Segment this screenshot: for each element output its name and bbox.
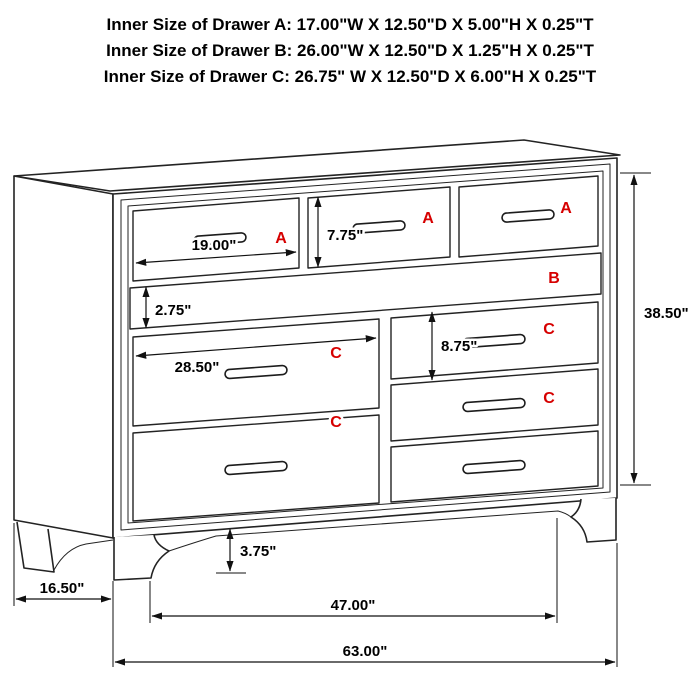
handle-c-right-top-icon <box>462 333 526 349</box>
handle-c-left-bottom-icon <box>224 460 288 476</box>
dimension-drawer-a-width: 19.00" <box>135 235 297 266</box>
dimension-drawer-a-height: 7.75" <box>314 196 366 268</box>
dimension-leg-span-width: 47.00" <box>149 518 558 623</box>
left-side-panel <box>13 175 114 573</box>
front-right-foot <box>570 498 617 543</box>
dimension-drawer-c-width: 28.50" <box>135 335 377 379</box>
side-apron-curve <box>53 539 114 571</box>
dimensions: 19.00" 7.75" 2.75" 28.50" 8.75" <box>13 172 691 667</box>
dimension-label: 2.75" <box>155 302 191 319</box>
drawer-b-glitter-strip <box>129 252 602 330</box>
dimension-arrow <box>135 335 377 359</box>
handle-a2-icon <box>352 220 406 234</box>
spec-header: Inner Size of Drawer A: 17.00"W X 12.50"… <box>0 12 700 90</box>
dimension-label: 8.75" <box>441 338 477 355</box>
letter-drawer-a1: A <box>275 230 287 247</box>
dimension-side-depth: 16.50" <box>13 523 114 667</box>
dimension-label: 3.75" <box>240 543 276 560</box>
handle-a1-icon <box>193 232 247 246</box>
letter-drawer-c-left-top: C <box>330 345 342 362</box>
dimension-label: 7.75" <box>327 227 363 244</box>
letter-drawer-c-right-middle: C <box>543 390 555 407</box>
letter-drawer-b: B <box>548 270 560 287</box>
dimension-overall-height: 38.50" <box>620 172 691 486</box>
handle-c-right-bottom-icon <box>462 459 526 475</box>
dimension-drawer-c-height: 8.75" <box>428 311 480 381</box>
side-back-foot <box>16 521 55 573</box>
top-surface <box>13 139 621 192</box>
dimension-arrow <box>135 249 297 266</box>
front-mid-molding <box>120 163 611 531</box>
dimension-label: 47.00" <box>331 597 376 614</box>
dresser: A A A B C C C C <box>13 139 621 581</box>
dimension-label: 63.00" <box>343 643 388 660</box>
front-inner-frame <box>127 170 604 524</box>
dimension-label: 16.50" <box>40 580 85 597</box>
spec-line-drawer-c: Inner Size of Drawer C: 26.75" W X 12.50… <box>103 67 597 86</box>
dimension-drawer-b-height: 2.75" <box>142 286 194 329</box>
dimension-label: 38.50" <box>644 305 689 322</box>
front-apron-curve <box>168 510 572 552</box>
dimension-label: 28.50" <box>175 359 220 376</box>
dimension-base-height: 3.75" <box>216 528 279 574</box>
spec-line-drawer-a: Inner Size of Drawer A: 17.00"W X 12.50"… <box>106 15 594 34</box>
letter-drawer-a2: A <box>422 210 434 227</box>
handle-a3-icon <box>501 209 555 223</box>
letter-drawer-c-left-bottom: C <box>330 414 342 431</box>
drawer-letters: A A A B C C C C <box>273 198 575 434</box>
dimension-overall-width: 63.00" <box>114 543 618 667</box>
letter-drawer-a3: A <box>560 200 572 217</box>
dimension-label: 19.00" <box>192 237 237 254</box>
drawer-handles <box>193 209 555 476</box>
front-left-foot <box>113 534 170 581</box>
letter-drawer-c-right-top: C <box>543 321 555 338</box>
handle-c-left-top-icon <box>224 364 288 380</box>
handle-c-right-middle-icon <box>462 397 526 413</box>
side-panel <box>13 175 114 539</box>
spec-line-drawer-b: Inner Size of Drawer B: 26.00"W X 12.50"… <box>106 41 594 60</box>
